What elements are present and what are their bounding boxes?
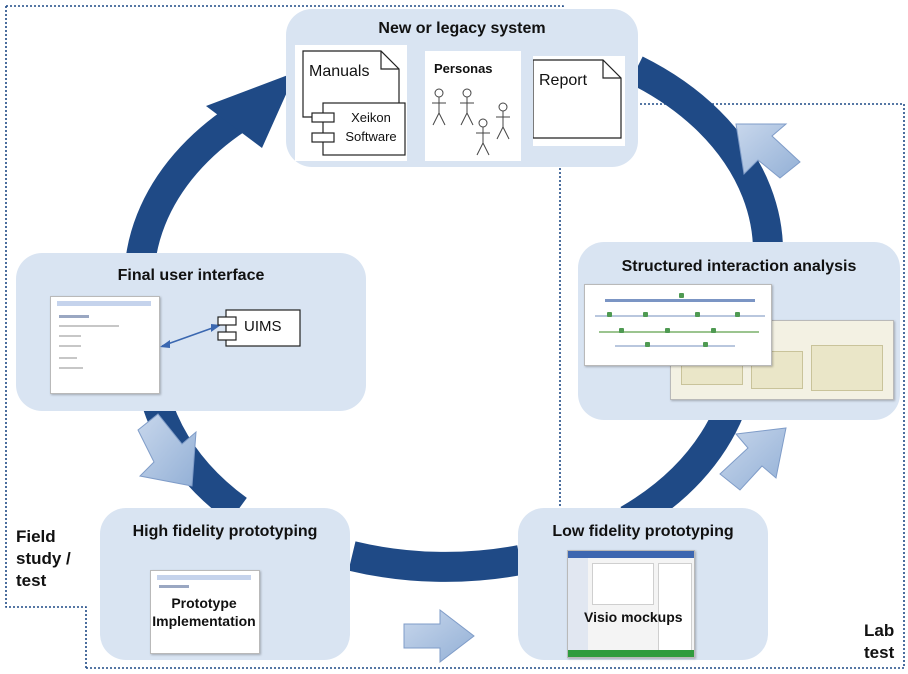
tree-edge [599,331,759,333]
mockup-titlebar [568,551,694,558]
mockup-canvas [592,563,654,605]
screenshot-text [159,585,189,588]
manuals-label: Manuals [309,63,370,80]
screenshot-text [59,357,77,359]
tree-node [645,342,650,347]
screenshot-toolbar [57,301,151,306]
report-document-icon [533,59,622,139]
field-label-line2: study / [16,549,71,568]
prototype-caption-line2: Implementation [152,613,256,629]
tree-node [607,312,612,317]
tree-node [643,312,648,317]
lab-label-line1: Lab [864,621,895,640]
tree-edge [605,299,755,302]
report-label: Report [539,72,588,89]
tree-edge [615,345,735,347]
final-ui-title: Final user interface [117,267,265,284]
lab-test-region-border [86,103,905,669]
tree-node [711,328,716,333]
step-arrows [137,123,801,664]
arrow-structured-to-legacy [735,123,801,179]
legacy-system-box: New or legacy system Manuals Xeikon Soft… [286,9,638,167]
personas-label: Personas [434,61,493,76]
field-label-line3: test [16,571,47,590]
screenshot-text [59,325,119,327]
visio-mockups-caption: Visio mockups [584,609,683,625]
tree-node [619,328,624,333]
state-block [811,345,883,391]
arrow-lowfi-to-structured [719,427,787,491]
cycle-arrowhead [206,72,296,148]
legacy-system-title: New or legacy system [378,20,546,37]
low-fidelity-title: Low fidelity prototyping [552,523,734,540]
arrow-final-to-highfi [137,413,197,487]
software-label-line1: Xeikon [351,110,391,125]
lab-test-label: Lab test [864,620,894,664]
software-label-line2: Software [345,129,397,144]
field-label-line1: Field [16,527,56,546]
tree-node [679,293,684,298]
screenshot-text [59,335,81,337]
tree-node [665,328,670,333]
mockup-panel [658,563,692,651]
screenshot-text [59,345,81,347]
tree-node [703,342,708,347]
personas-panel: Personas [425,51,521,161]
uims-component-icon [217,309,301,347]
prototype-caption-line1: Prototype [171,595,237,611]
report-panel: Report [533,56,625,146]
task-model-screenshot-front [584,284,772,366]
field-study-region-border [5,5,564,668]
manuals-document-icon [302,50,400,118]
uims-label: UIMS [244,318,282,335]
final-ui-screenshot [50,296,160,394]
arrow-highfi-to-lowfi [403,608,475,664]
software-component-label: Xeikon Software [339,108,403,146]
tree-node [695,312,700,317]
screenshot-text [59,315,89,318]
mockup-sidebar [568,558,588,657]
field-study-label: Field study / test [16,526,71,592]
high-fidelity-title: High fidelity prototyping [132,523,318,540]
prototype-implementation-caption: Prototype Implementation [140,594,268,630]
mockup-statusbar [568,650,694,657]
persona-figures-icon [432,88,510,156]
tree-edge [595,315,765,317]
software-component-icon [311,102,406,156]
structured-analysis-title: Structured interaction analysis [621,258,857,275]
screenshot-toolbar [157,575,251,580]
tree-node [735,312,740,317]
lab-label-line2: test [864,643,895,662]
screenshot-text [59,367,83,369]
prototype-screenshot [150,570,260,654]
visio-mockup-screenshot [567,550,695,658]
manuals-panel: Manuals Xeikon Software [295,45,407,161]
